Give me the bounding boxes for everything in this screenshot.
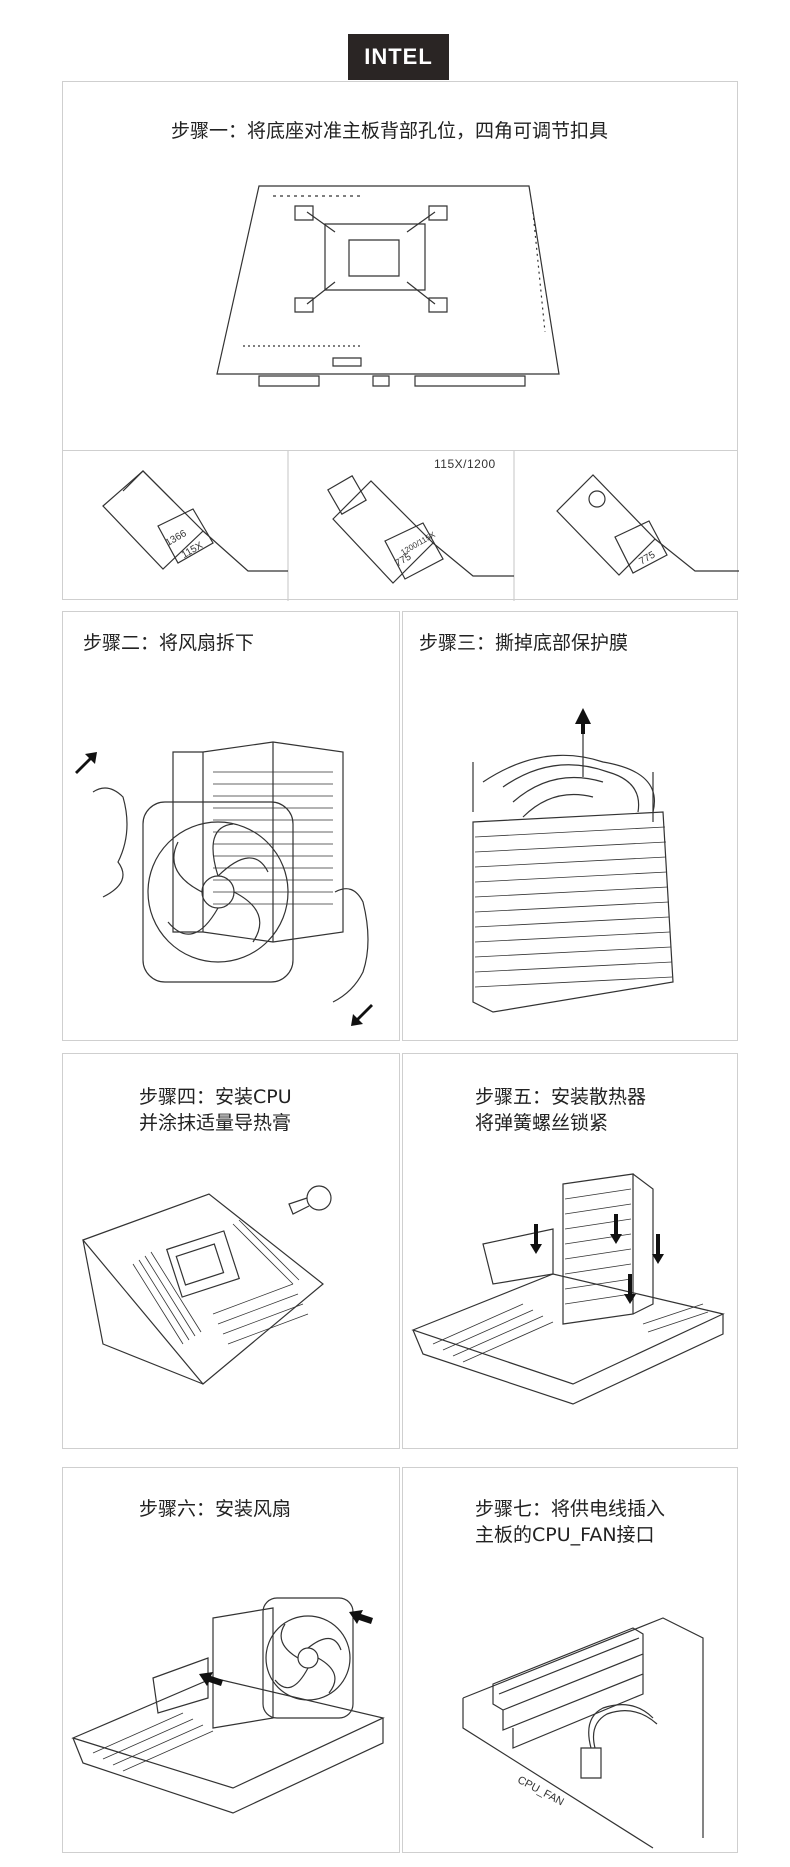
step7-title-line2: 主板的CPU_FAN接口 xyxy=(475,1524,655,1546)
step3-panel: 步骤三：撕掉底部保护膜 xyxy=(402,611,738,1041)
cooler-film-removal-illustration xyxy=(403,708,739,1042)
step3-title: 步骤三：撕掉底部保护膜 xyxy=(419,632,629,654)
heatsink-install-illustration xyxy=(403,1054,739,1450)
brand-tag: INTEL xyxy=(348,34,449,80)
step1-title: 步骤一：将底座对准主板背部孔位，四角可调节扣具 xyxy=(171,120,609,142)
step5-panel: 步骤五：安装散热器 将弹簧螺丝锁紧 xyxy=(402,1053,738,1449)
step7-title-line1: 步骤七：将供电线插入 xyxy=(475,1498,666,1520)
cooler-fan-removal-illustration xyxy=(75,612,373,1026)
cpu-fan-header-illustration xyxy=(403,1468,739,1854)
step2-title: 步骤二：将风扇拆下 xyxy=(83,632,255,654)
step1-panel: 步骤一：将底座对准主板背部孔位，四角可调节扣具 xyxy=(62,81,738,451)
step6-panel: 步骤六：安装风扇 xyxy=(62,1467,400,1853)
step4-title-line1: 步骤四：安装CPU xyxy=(139,1086,292,1108)
step6-title: 步骤六：安装风扇 xyxy=(139,1498,292,1520)
motherboard-backplate-illustration xyxy=(63,82,739,452)
fan-install-illustration xyxy=(63,1468,401,1854)
socket-illustrations xyxy=(63,451,739,601)
step4-title-line2: 并涂抹适量导热膏 xyxy=(139,1112,292,1134)
step4-panel: 步骤四：安装CPU 并涂抹适量导热膏 xyxy=(62,1053,400,1449)
socket-label: 115X/1200 xyxy=(434,457,496,471)
step7-panel: 步骤七：将供电线插入 主板的CPU_FAN接口 CPU_FAN xyxy=(402,1467,738,1853)
cpu-install-illustration xyxy=(63,1054,401,1450)
step5-title-line1: 步骤五：安装散热器 xyxy=(475,1086,647,1108)
step2-panel: 步骤二：将风扇拆下 xyxy=(62,611,400,1041)
socket-strip: 115X/1200 115X 1366 775 1200/115X 775 xyxy=(62,450,738,600)
step5-title-line2: 将弹簧螺丝锁紧 xyxy=(475,1112,609,1134)
